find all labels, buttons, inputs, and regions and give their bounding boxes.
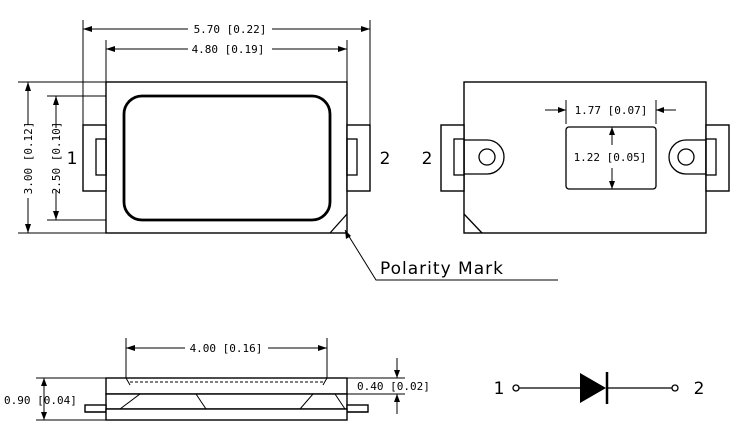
dim-pad-width: 1.77 [0.07] <box>575 104 648 117</box>
dim-height-outer: 3.00 [0.12] <box>22 122 35 195</box>
polarity-mark-label: Polarity Mark <box>380 259 504 279</box>
lens-edge <box>125 377 131 386</box>
solder-lug <box>668 139 706 175</box>
terminal-foot-right <box>346 404 369 413</box>
diode-triangle <box>580 373 606 403</box>
dim-height-inner: 2.50 [0.10] <box>50 122 63 195</box>
polarity-leader-line <box>344 229 558 281</box>
terminal-tab <box>705 138 717 176</box>
terminal-left <box>82 124 107 192</box>
polarity-chamfer <box>329 213 348 234</box>
pin-label: 2 <box>380 149 391 169</box>
via-hole <box>677 148 695 166</box>
dim-lens-width: 4.00 [0.16] <box>190 342 263 355</box>
bottom-view: 2 1.77 [0.07] 1.22 [0.05] <box>422 81 730 234</box>
terminal-foot-left <box>84 404 107 413</box>
lead-frame <box>119 393 207 410</box>
anode-pin-label: 1 <box>494 379 505 399</box>
polarity-chamfer <box>463 213 483 234</box>
terminal-tab <box>95 138 107 176</box>
thermal-pad <box>565 126 657 190</box>
pin-label: 1 <box>67 149 78 169</box>
pin-label: 2 <box>422 149 433 169</box>
terminal-tab <box>453 138 465 176</box>
arrowhead <box>345 230 351 239</box>
terminal-right <box>346 124 371 192</box>
dim-lens-height: 0.40 [0.02] <box>357 380 430 393</box>
via-hole <box>478 148 496 166</box>
top-view: 5.70 [0.22] 4.80 [0.19] 3.00 [0.12] 2.50… <box>18 20 558 281</box>
terminal-left <box>440 124 465 192</box>
side-view: 4.00 [0.16] 0.90 [0.04] 0.40 [0.02] <box>4 338 430 421</box>
cathode-terminal <box>671 384 679 392</box>
lead-frame <box>299 393 346 410</box>
terminal-right <box>705 124 730 192</box>
dim-width-outer: 5.70 [0.22] <box>194 23 267 36</box>
anode-terminal <box>512 384 520 392</box>
diode-schematic: 1 2 <box>494 372 705 404</box>
side-base <box>105 408 348 421</box>
dim-pad-height: 1.22 [0.05] <box>574 151 647 164</box>
cathode-pin-label: 2 <box>694 379 705 399</box>
terminal-tab <box>346 138 358 176</box>
dim-total-height: 0.90 [0.04] <box>4 394 77 407</box>
dim-width-inner: 4.80 [0.19] <box>192 43 265 56</box>
lens-window <box>122 94 332 222</box>
lens-edge <box>322 377 328 386</box>
solder-lug <box>464 139 505 175</box>
side-body-upper <box>105 377 348 395</box>
arrowhead <box>394 370 400 402</box>
